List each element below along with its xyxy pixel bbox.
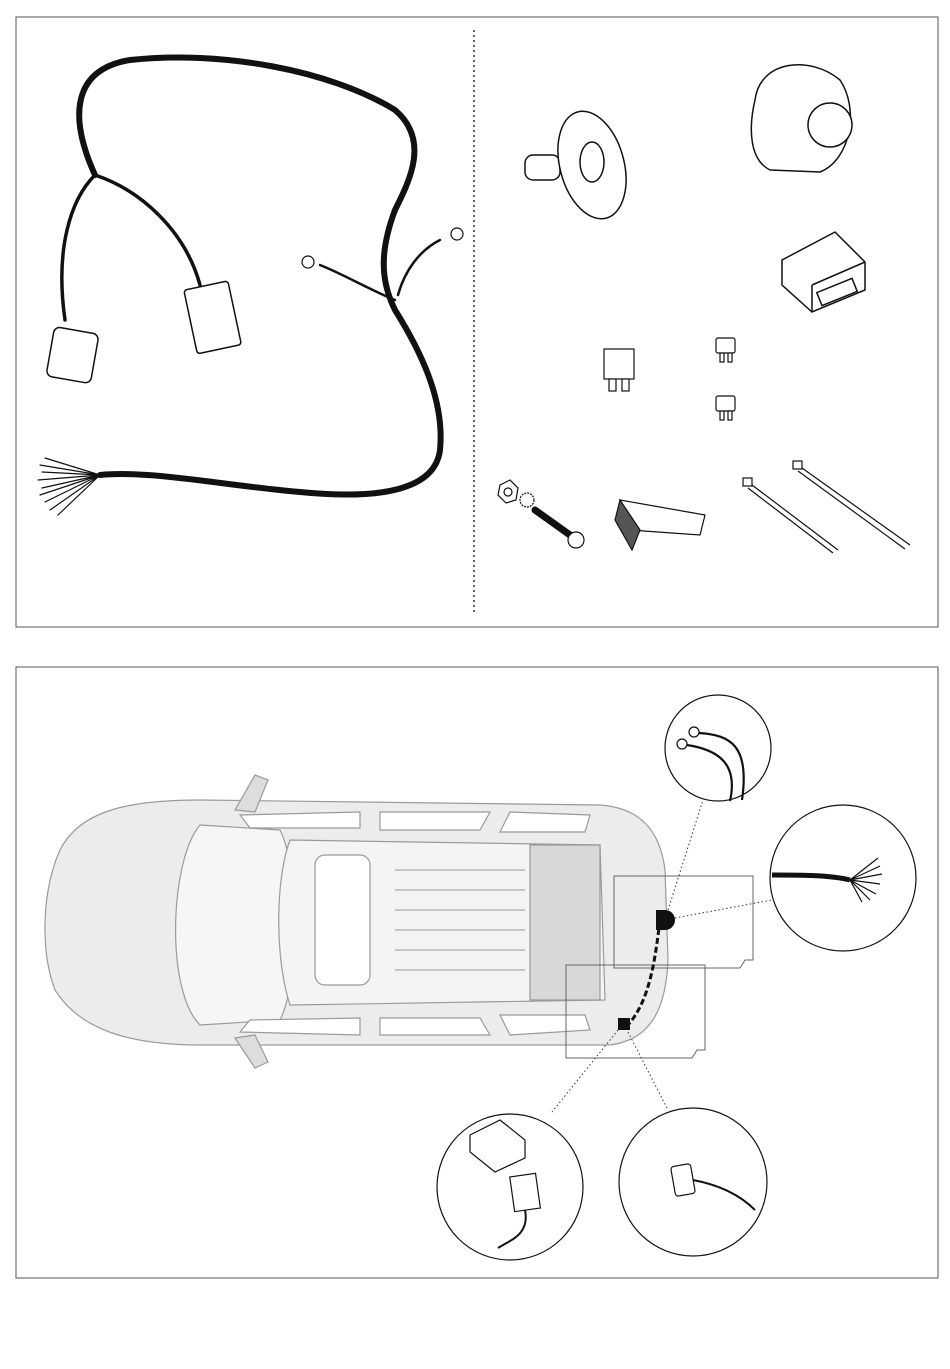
fuse-icon — [603, 348, 635, 392]
control-module-icon — [781, 231, 866, 313]
parts-panel — [15, 16, 939, 628]
mini-fuse-icon — [715, 395, 736, 421]
ground-wire-detail — [664, 694, 772, 802]
socket-mount-icon — [524, 110, 627, 220]
callout-lines — [551, 799, 773, 1113]
installation-zones — [565, 875, 754, 1059]
cable-tie-icon — [792, 460, 911, 550]
car-top-view-icon — [44, 774, 669, 1069]
wiring-harness-icon — [37, 54, 464, 516]
installation-panel — [15, 666, 939, 1279]
adhesive-pad-icon — [614, 498, 706, 552]
cable-tie-icon — [742, 477, 839, 554]
harness-route — [626, 919, 662, 1026]
module-marker — [618, 1018, 630, 1030]
mini-fuse-icon — [715, 337, 736, 363]
wire-bundle-detail — [769, 804, 917, 952]
vehicle-connector-detail — [618, 1107, 768, 1257]
module-connector-detail — [436, 1113, 584, 1261]
socket-marker — [656, 910, 675, 930]
tow-bar-socket-icon — [750, 63, 853, 173]
bolt-nut-washer-icon — [497, 479, 585, 549]
